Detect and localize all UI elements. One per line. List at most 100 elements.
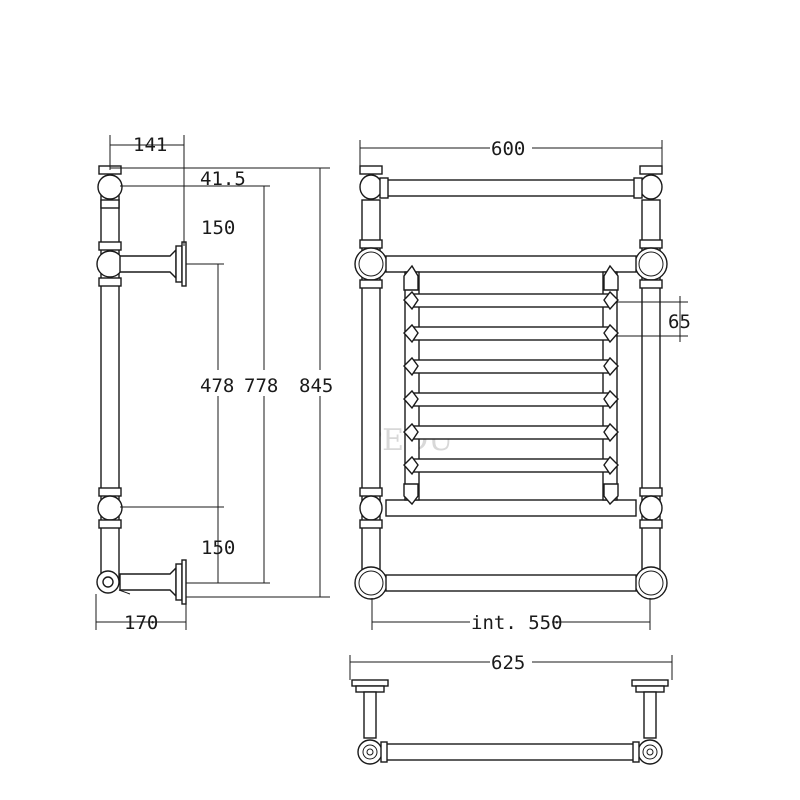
rung-end (403, 389, 419, 410)
plan-view: 625 (349, 652, 673, 765)
front-left-top-cap (359, 165, 383, 175)
front-top-rail-left-ring (379, 177, 389, 199)
front-left-upper-elbow (354, 247, 388, 281)
front-top-rail (383, 179, 639, 197)
front-rung (411, 359, 611, 374)
rung-end (603, 389, 619, 410)
rung-end-bottom (603, 483, 619, 506)
dim-label-141: 141 (133, 134, 167, 156)
dim-label-65: 65 (668, 311, 691, 333)
side-upper-knob (96, 250, 124, 278)
front-rung (411, 425, 611, 440)
rung-end (603, 323, 619, 344)
dim-label-778: 778 (244, 375, 278, 397)
dim-label-550: int. 550 (471, 612, 563, 634)
plan-left-wall-plate-2 (355, 685, 385, 693)
front-rung (411, 458, 611, 473)
front-left-collar-3 (359, 487, 383, 497)
plan-left-arm (363, 691, 377, 739)
rung-end-top (403, 264, 419, 291)
rung-end (403, 356, 419, 377)
front-rungs (411, 293, 611, 473)
front-right-upper-elbow-inner (638, 251, 664, 277)
front-upper-header (385, 255, 637, 273)
side-collar-2 (98, 241, 122, 251)
side-dimensions: 141 41.5 150 478 778 845 150 170 (95, 134, 333, 634)
dim-label-41-5: 41.5 (200, 168, 246, 190)
rung-end (603, 356, 619, 377)
front-left-upper-elbow-inner (358, 251, 384, 277)
front-right-collar-1 (639, 239, 663, 249)
rung-end (603, 422, 619, 443)
front-right-collar-4 (639, 519, 663, 529)
side-valve-tail (118, 589, 131, 595)
front-bottom-rail (385, 574, 637, 592)
side-upper-wall-plate (181, 241, 187, 287)
front-right-upper-elbow (634, 247, 668, 281)
front-left-collar-4 (359, 519, 383, 529)
dim-label-150-upper: 150 (201, 217, 235, 239)
dim-label-170: 170 (124, 612, 158, 634)
front-left-lower-knob (359, 495, 383, 521)
rung-end (403, 422, 419, 443)
rung-end (403, 323, 419, 344)
rung-end (403, 290, 419, 311)
front-right-top-knob (639, 174, 663, 200)
front-rung (411, 392, 611, 407)
front-rung (411, 326, 611, 341)
front-right-collar-3 (639, 487, 663, 497)
plan-right-elbow-core (646, 748, 654, 756)
front-right-lower-knob (639, 495, 663, 521)
front-rung-ends-right (603, 264, 619, 506)
side-lower-knob (97, 495, 123, 521)
plan-right-elbow (637, 739, 663, 765)
dim-label-600-bg (490, 138, 532, 158)
plan-left-elbow (357, 739, 383, 765)
plan-right-elbow-inner (642, 744, 658, 760)
side-collar-5 (98, 519, 122, 529)
dim-label-600: 600 (491, 138, 525, 160)
plan-right-wall-plate-2 (635, 685, 665, 693)
rung-end (603, 290, 619, 311)
front-top-rail-right-ring (633, 177, 643, 199)
front-dimensions: 600 65 int. 550 (359, 138, 691, 634)
plan-right-wall-plate (631, 679, 669, 687)
plan-rail-left-ring (380, 741, 388, 763)
side-lower-bracket-plate (175, 563, 183, 601)
side-collar-4 (98, 487, 122, 497)
dim-label-625: 625 (491, 652, 525, 674)
side-collar-3 (98, 277, 122, 287)
front-rung-ends-left (403, 264, 419, 506)
side-valve-cap (102, 576, 114, 588)
front-left-lower-elbow (354, 566, 388, 600)
side-upper-bracket-arm (119, 248, 177, 280)
side-upper-bracket-plate (175, 245, 183, 283)
front-view (354, 165, 668, 600)
front-rung (411, 293, 611, 308)
plan-left-elbow-inner (362, 744, 378, 760)
dim-label-845: 845 (299, 375, 333, 397)
front-right-top-cap (639, 165, 663, 175)
rung-end-top (603, 264, 619, 291)
plan-left-wall-plate (351, 679, 389, 687)
front-left-collar-1 (359, 239, 383, 249)
plan-rail (383, 743, 637, 761)
side-top-knob (97, 174, 123, 200)
plan-rail-right-ring (632, 741, 640, 763)
dim-label-150-lower: 150 (201, 537, 235, 559)
front-right-lower-elbow-inner (638, 570, 664, 596)
dim-label-478: 478 (200, 375, 234, 397)
front-right-lower-elbow (634, 566, 668, 600)
plan-right-arm (643, 691, 657, 739)
side-lower-wall-plate (181, 559, 187, 605)
rung-end (603, 455, 619, 476)
rung-end (403, 455, 419, 476)
front-right-collar-2 (639, 279, 663, 289)
rung-end-bottom (403, 483, 419, 506)
front-left-top-knob (359, 174, 383, 200)
side-collar-1 (100, 199, 120, 209)
front-lower-header (385, 499, 637, 517)
dim-label-625-bg (490, 652, 532, 672)
side-view (96, 165, 187, 605)
